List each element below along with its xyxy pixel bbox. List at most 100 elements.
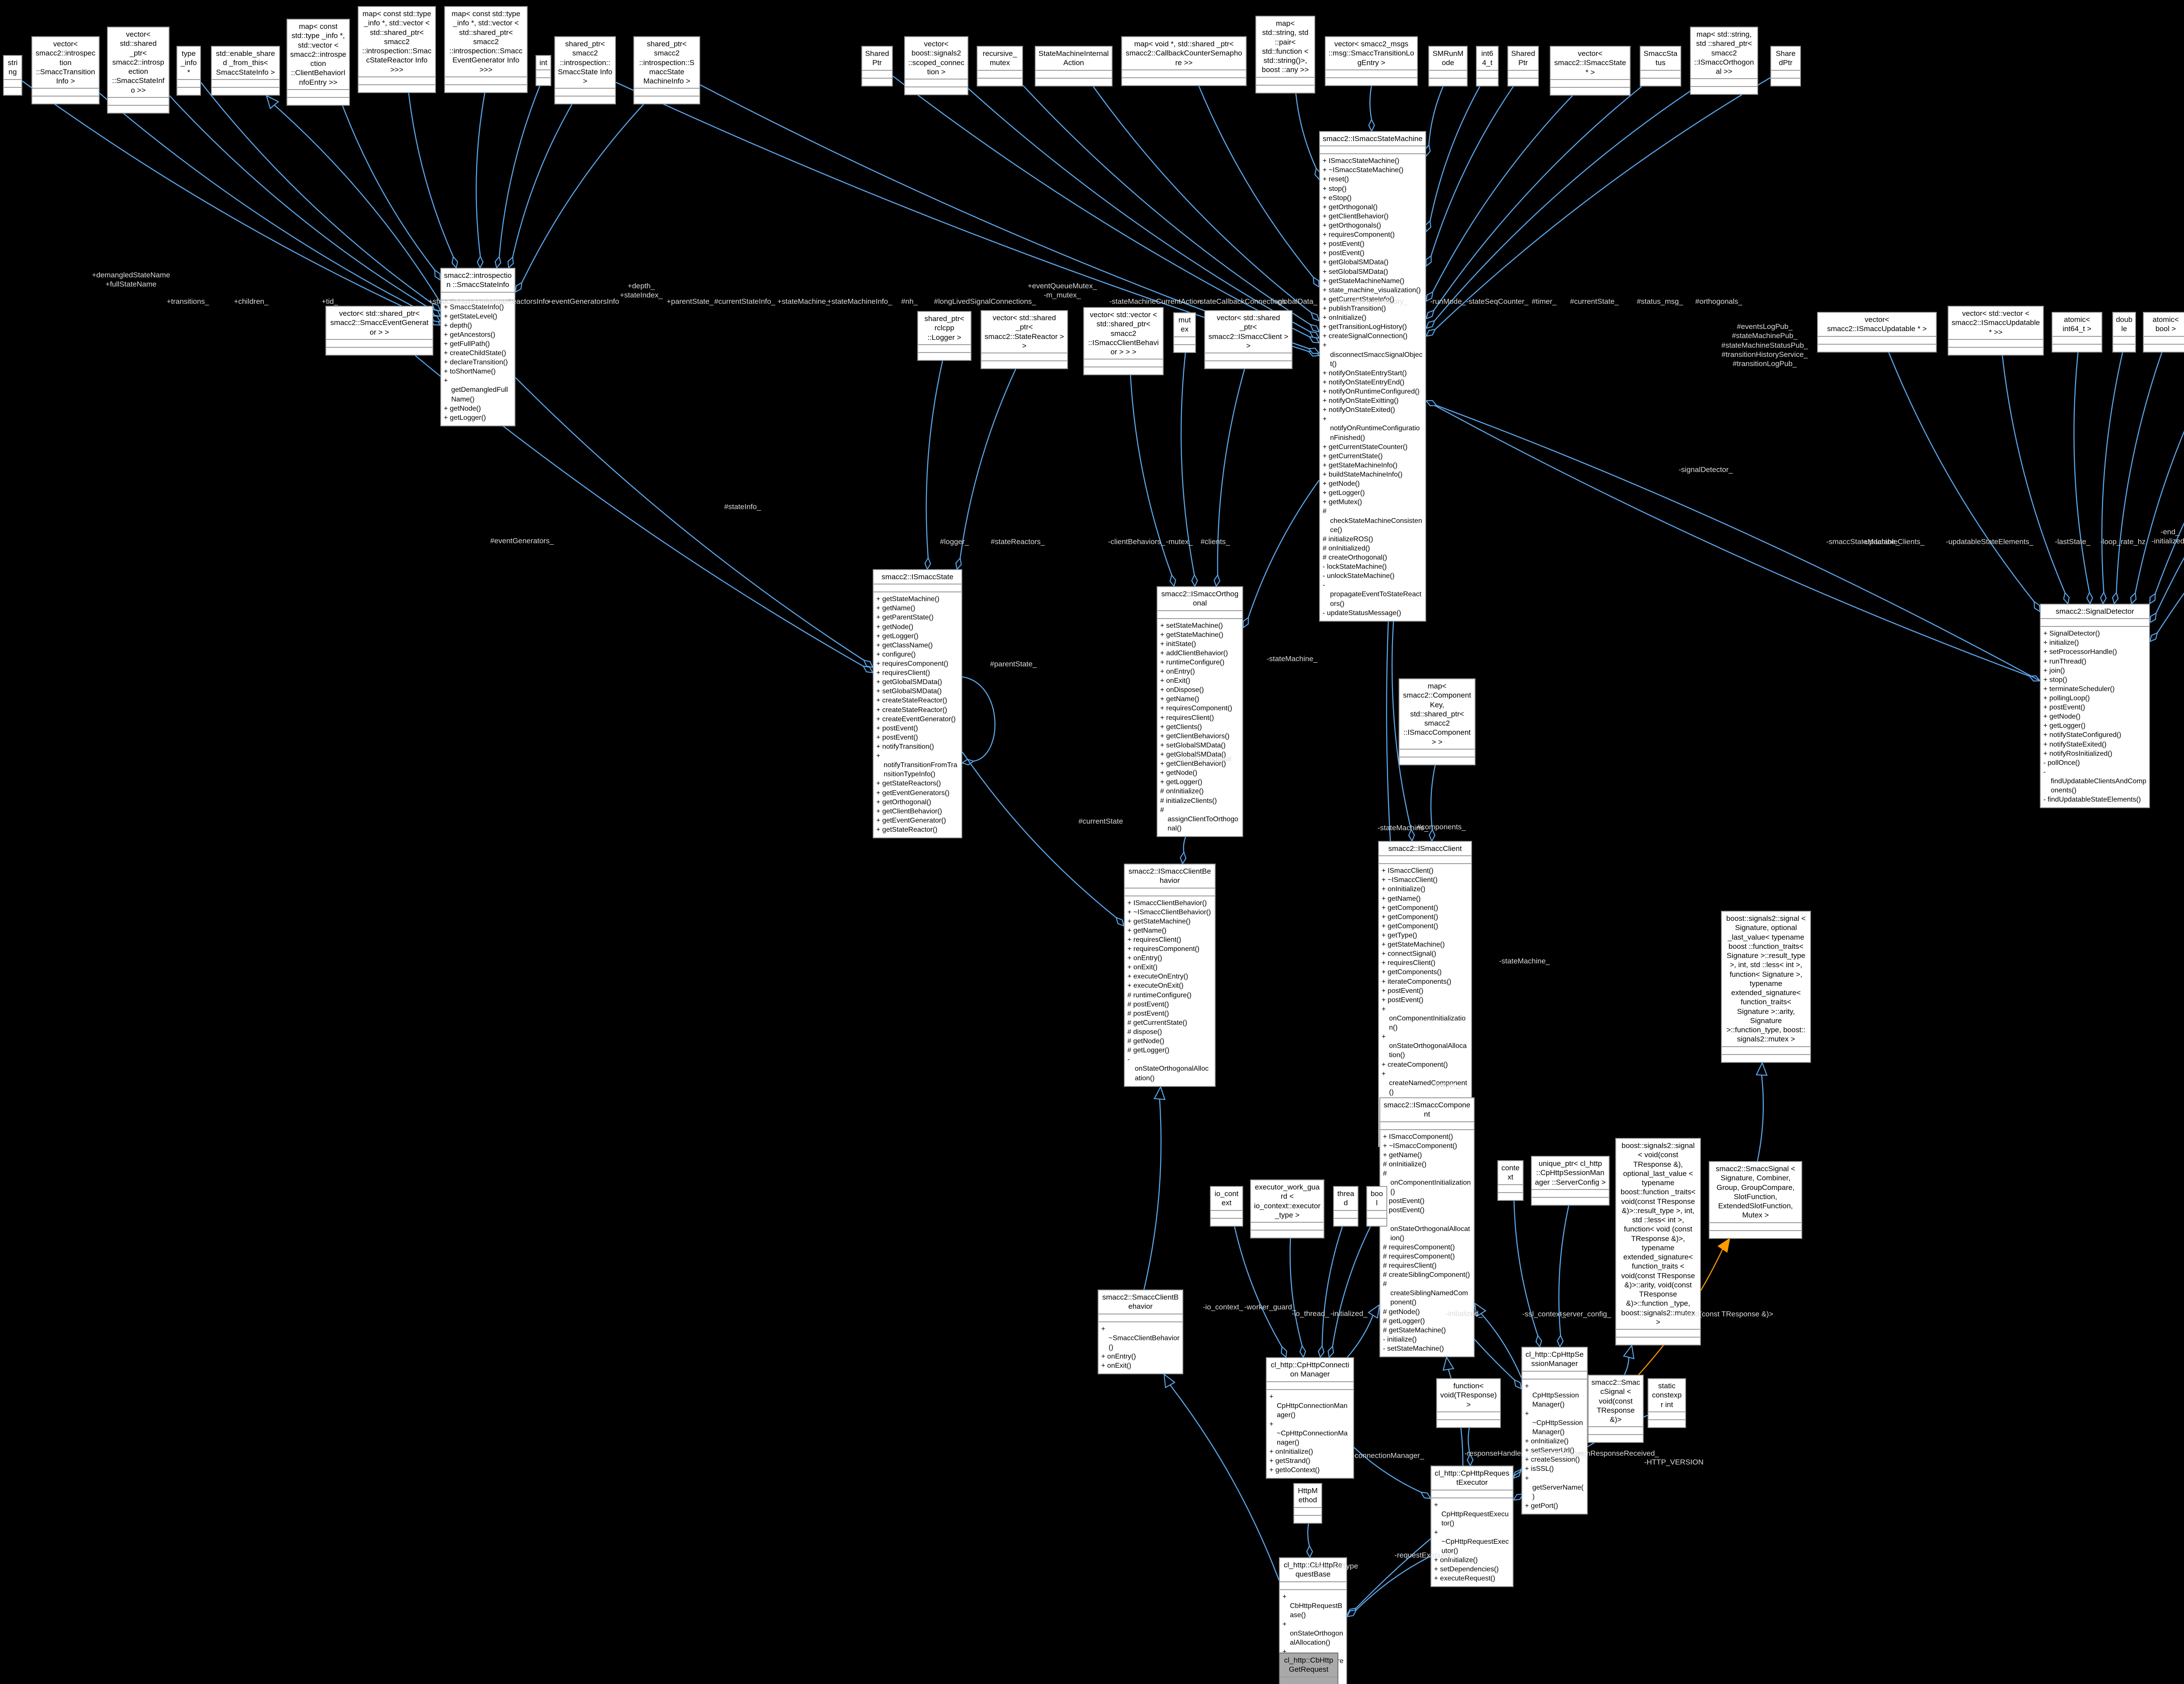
class-box-ISmaccOrthogonal[interactable]: smacc2::ISmaccOrthogonal+ setStateMachin… bbox=[1157, 586, 1243, 837]
class-title: cl_http::CpHttpConnection Manager bbox=[1271, 1361, 1349, 1379]
member-row: + publishTransition() bbox=[1323, 305, 1386, 312]
methods-compartment bbox=[536, 77, 550, 85]
member-row: + createNamedComponent() bbox=[1382, 1070, 1467, 1096]
class-title: io_context bbox=[1214, 1190, 1239, 1207]
class-box-SmaccStateInfo[interactable]: smacc2::introspection ::SmaccStateInfo+ … bbox=[440, 268, 515, 426]
class-title: vector< std::vector < smacc2::ISmaccUpda… bbox=[1951, 309, 2040, 336]
attributes-compartment bbox=[1084, 359, 1163, 367]
class-box-SharedPtr2: SharedPtr bbox=[1507, 46, 1539, 86]
member-row: + getPort() bbox=[1525, 1502, 1559, 1510]
member-row: + state_machine_visualization() bbox=[1323, 286, 1421, 294]
member-row: - setStateMachine() bbox=[1383, 1345, 1444, 1353]
class-box-string: string bbox=[3, 55, 22, 96]
attributes-compartment bbox=[2053, 335, 2101, 344]
member-row: + executeOnExit() bbox=[1127, 982, 1184, 990]
class-box-SmaccSignalGeneric[interactable]: smacc2::SmaccSignal < Signature, Combine… bbox=[1709, 1161, 1802, 1239]
class-title: boost::signals2::signal < void(const TRe… bbox=[1621, 1141, 1696, 1326]
class-title: cl_http::CbHttpRequestBase bbox=[1283, 1561, 1343, 1579]
member-row: + configure() bbox=[876, 650, 916, 658]
class-title: map< const std::type _info *, std::vecto… bbox=[449, 10, 523, 74]
class-title: HttpMethod bbox=[1298, 1487, 1318, 1504]
member-row: + join() bbox=[2043, 667, 2065, 674]
methods-compartment bbox=[1710, 1230, 1801, 1238]
member-row: - initialize() bbox=[1383, 1335, 1417, 1343]
member-row: + pollingLoop() bbox=[2043, 695, 2090, 702]
member-row: + getNode() bbox=[1323, 480, 1360, 488]
member-row: + getStateReactors() bbox=[876, 780, 941, 788]
class-title: SharedPtr bbox=[865, 49, 889, 67]
attributes-compartment bbox=[2113, 335, 2135, 344]
member-row: + notifyOnRuntimeConfigurationFinished() bbox=[1323, 415, 1420, 442]
class-box-CpHttpConnectionManager[interactable]: cl_http::CpHttpConnection Manager+ CpHtt… bbox=[1266, 1357, 1354, 1479]
member-row: # onInitialize() bbox=[1160, 788, 1204, 795]
class-title: SmaccStatus bbox=[1643, 49, 1678, 67]
methods-compartment: + CpHttpSessionManager()+ ~CpHttpSession… bbox=[1522, 1378, 1587, 1514]
class-box-ISmaccStateMachine[interactable]: smacc2::ISmaccStateMachine+ ISmaccStateM… bbox=[1319, 131, 1426, 622]
attributes-compartment bbox=[1099, 1313, 1182, 1321]
attributes-compartment bbox=[555, 88, 615, 96]
member-row: + getNode() bbox=[1160, 769, 1197, 777]
class-title: shared_ptr< smacc2 ::introspection::Smac… bbox=[639, 40, 695, 85]
member-row: # onComponentInitialization() bbox=[1383, 1169, 1471, 1196]
member-row: # postEvent() bbox=[1383, 1207, 1425, 1214]
member-row: + getStateMachine() bbox=[1382, 941, 1445, 949]
attributes-compartment bbox=[1616, 1329, 1700, 1337]
member-row: + setProcessorHandle() bbox=[2043, 648, 2117, 656]
methods-compartment bbox=[1437, 1419, 1500, 1427]
class-box-SmaccStatus: SmaccStatus bbox=[1640, 46, 1681, 86]
class-box-SmaccClientBehavior[interactable]: smacc2::SmaccClientBehavior+ ~SmaccClien… bbox=[1098, 1290, 1183, 1375]
class-title: vector< std::shared_ptr< smacc2::SmaccEv… bbox=[330, 309, 429, 336]
class-title: string bbox=[7, 59, 18, 76]
class-box-ISmaccClient[interactable]: smacc2::ISmaccClient+ ISmaccClient()+ ~I… bbox=[1378, 841, 1472, 1147]
class-box-ISmaccComponent[interactable]: smacc2::ISmaccComponent+ ISmaccComponent… bbox=[1379, 1097, 1475, 1358]
class-box-recursiveMutex: recursive_mutex bbox=[977, 46, 1023, 86]
methods-compartment bbox=[634, 96, 699, 104]
attributes-compartment bbox=[1589, 1426, 1643, 1434]
member-row: + notifyTransition() bbox=[876, 743, 934, 750]
class-box-SmaccSignalVoidT[interactable]: smacc2::SmaccSignal < void(const TRespon… bbox=[1588, 1375, 1644, 1443]
class-box-mapStateReactorInfo: map< const std::type _info *, std::vecto… bbox=[358, 6, 436, 93]
class-box-vecScopedConn: vector< boost::signals2 ::scoped_connect… bbox=[904, 36, 968, 95]
attributes-compartment bbox=[108, 97, 169, 105]
attributes-compartment bbox=[1280, 1581, 1346, 1589]
member-row: # onInitialized() bbox=[1323, 544, 1370, 552]
member-row: - propagateEventToStateReactors() bbox=[1323, 581, 1422, 608]
attributes-compartment bbox=[32, 88, 99, 96]
member-row: + getTransitionLogHistory() bbox=[1323, 323, 1407, 331]
class-box-SignalDetector[interactable]: smacc2::SignalDetector+ SignalDetector()… bbox=[2040, 604, 2150, 809]
class-box-ISmaccClientBehavior[interactable]: smacc2::ISmaccClientBehavior+ ISmaccClie… bbox=[1124, 864, 1216, 1087]
member-row: + getFullPath() bbox=[444, 340, 490, 348]
class-box-SharedPtr1: SharedPtr bbox=[861, 46, 893, 86]
class-box-CbHttpGetRequest[interactable]: cl_http::CbHttpGetRequest+ CbHttpGetRequ… bbox=[1279, 1653, 1338, 1684]
class-box-staticConstexprInt: static constexpr int bbox=[1648, 1378, 1686, 1428]
class-box-CpHttpSessionManager[interactable]: cl_http::CpHttpSessionManager+ CpHttpSes… bbox=[1521, 1347, 1588, 1515]
class-title: smacc2::SmaccSignal < void(const TRespon… bbox=[1591, 1378, 1640, 1424]
methods-compartment bbox=[1122, 77, 1246, 85]
member-row: # requiresComponent() bbox=[1383, 1252, 1455, 1260]
member-row: # createSiblingComponent() bbox=[1383, 1271, 1470, 1279]
methods-compartment bbox=[555, 96, 615, 104]
attributes-compartment bbox=[1522, 1370, 1587, 1379]
member-row: + stop() bbox=[2043, 676, 2067, 684]
attributes-compartment bbox=[1818, 335, 1936, 344]
attributes-compartment bbox=[1431, 1489, 1513, 1497]
member-row: + createStateReactor() bbox=[876, 697, 947, 705]
member-row: + declareTransition() bbox=[444, 359, 508, 367]
class-box-CpHttpRequestExecutor[interactable]: cl_http::CpHttpRequestExecutor+ CpHttpRe… bbox=[1431, 1466, 1514, 1587]
methods-compartment: + SignalDetector()+ initialize()+ setPro… bbox=[2041, 626, 2149, 807]
member-row: + getName() bbox=[1383, 1151, 1422, 1159]
member-row: + getOrthogonal() bbox=[1323, 203, 1378, 211]
attributes-compartment bbox=[1477, 69, 1498, 78]
class-title: type_info * bbox=[180, 49, 197, 76]
methods-compartment bbox=[1205, 360, 1292, 368]
class-title: smacc2::ISmaccClientBehavior bbox=[1128, 867, 1211, 885]
member-row: + disconnectSmaccSignalObject() bbox=[1323, 342, 1423, 368]
member-row: # assignClientToOrthogonal() bbox=[1160, 806, 1238, 832]
attributes-compartment bbox=[4, 79, 21, 87]
member-row: + ~CpHttpConnectionManager() bbox=[1269, 1420, 1348, 1447]
attributes-compartment bbox=[918, 344, 971, 352]
methods-compartment bbox=[1477, 77, 1498, 86]
member-row: + getClientBehaviors() bbox=[1160, 732, 1230, 740]
class-box-ISmaccState[interactable]: smacc2::ISmaccState+ getStateMachine()+ … bbox=[873, 569, 962, 839]
